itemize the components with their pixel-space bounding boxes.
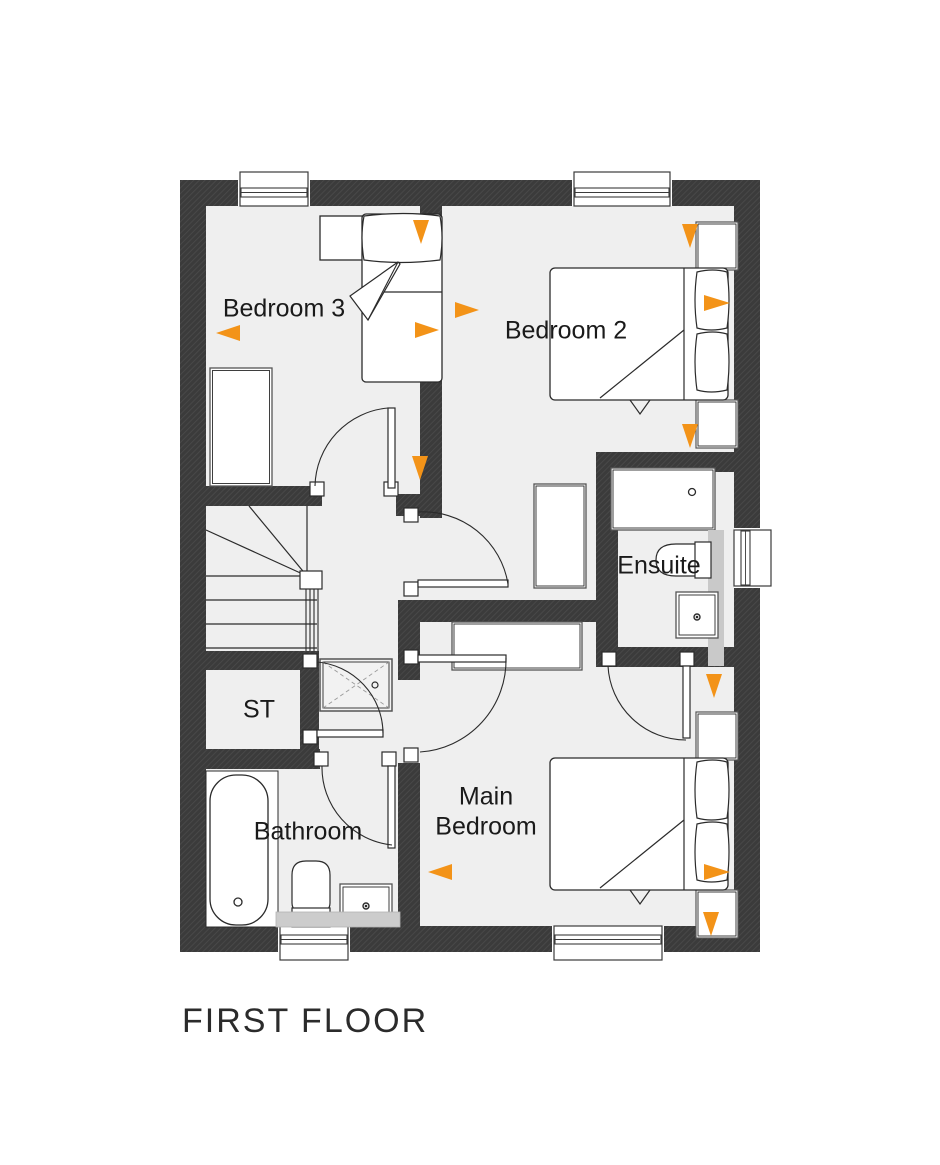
- window-ensuite: [733, 528, 772, 588]
- arrow-marker-bedroom2-right: [704, 295, 730, 311]
- arrow-marker-main-bedroom-down: [703, 912, 719, 936]
- door-swing-main-bedroom: [419, 657, 507, 753]
- room-label-main-bedroom-line2: Bedroom: [435, 813, 536, 841]
- bedroom2-furniture: [533, 221, 739, 589]
- door-leaf-bedroom2: [417, 579, 509, 588]
- toilet-bathroom: [291, 860, 331, 914]
- pillow-2-bedroom2: [694, 331, 730, 393]
- staircase: [205, 505, 323, 651]
- door-bathroom: [313, 751, 397, 849]
- door-main-bedroom: [403, 649, 507, 763]
- window-bedroom3: [238, 171, 310, 207]
- door-leaf-bedroom3: [387, 407, 396, 489]
- arrow-marker-bedroom2-up: [682, 224, 698, 248]
- window-main-bedroom: [552, 925, 664, 961]
- door-bedroom2: [403, 507, 509, 597]
- pillow-2-main-bedroom: [694, 821, 730, 883]
- radiator-bathroom: [275, 911, 401, 928]
- door-leaf-bathroom: [387, 765, 396, 849]
- bathroom-fixtures: [205, 770, 401, 928]
- door-st: [302, 653, 384, 745]
- bedside-table-bedroom3: [319, 215, 365, 261]
- door-swing-bedroom3: [314, 407, 389, 487]
- room-label-bathroom: Bathroom: [254, 818, 362, 846]
- arrow-marker-bedroom3-down: [412, 456, 428, 480]
- arrow-marker-corridor-right: [455, 302, 479, 318]
- bath-plug-icon: [233, 897, 243, 907]
- window-bathroom: [278, 925, 350, 961]
- arrow-marker-main-bedroom-left: [428, 864, 452, 880]
- shower-drain-icon: [687, 487, 697, 497]
- airing-cupboard: [319, 658, 393, 712]
- room-label-bedroom2: Bedroom 2: [505, 317, 627, 345]
- arrow-marker-bedroom3-right: [415, 322, 439, 338]
- arrow-marker-ensuite-up: [706, 674, 722, 698]
- bath-tub: [209, 774, 269, 926]
- door-leaf-st: [316, 729, 384, 738]
- door-leaf-ensuite: [682, 665, 691, 739]
- window-bedroom2: [572, 171, 672, 207]
- door-swing-st: [316, 661, 384, 734]
- room-label-main-bedroom-line1: Main: [459, 783, 513, 811]
- page-title: FIRST FLOOR: [182, 1002, 428, 1040]
- arrow-markers: [216, 220, 730, 936]
- arrow-marker-bedroom3-left: [216, 325, 240, 341]
- doors-group: [302, 407, 695, 849]
- arrow-marker-main-bedroom-right: [704, 864, 730, 880]
- newel-post: [299, 570, 323, 590]
- pillow-1-main-bedroom: [694, 759, 730, 821]
- arrow-marker-bedroom3-up: [413, 220, 429, 244]
- door-bedroom3: [309, 407, 399, 497]
- room-label-st: ST: [243, 696, 275, 724]
- door-swing-bathroom: [321, 765, 393, 846]
- door-ensuite: [601, 651, 695, 741]
- room-label-bedroom3: Bedroom 3: [223, 295, 345, 323]
- door-swing-bedroom2: [417, 511, 509, 585]
- ensuite-fixtures: [610, 467, 724, 666]
- toilet-ensuite: [655, 543, 705, 577]
- windows-group: [238, 171, 772, 961]
- pillow-bedroom3: [361, 212, 443, 264]
- arrow-marker-bedroom2-down: [682, 424, 698, 448]
- room-labels: Bedroom 3 Bedroom 2 Ensuite ST Bathroom …: [223, 295, 701, 846]
- door-swing-ensuite: [607, 665, 687, 741]
- door-leaf-main-bedroom: [417, 654, 507, 663]
- room-label-ensuite: Ensuite: [617, 552, 700, 580]
